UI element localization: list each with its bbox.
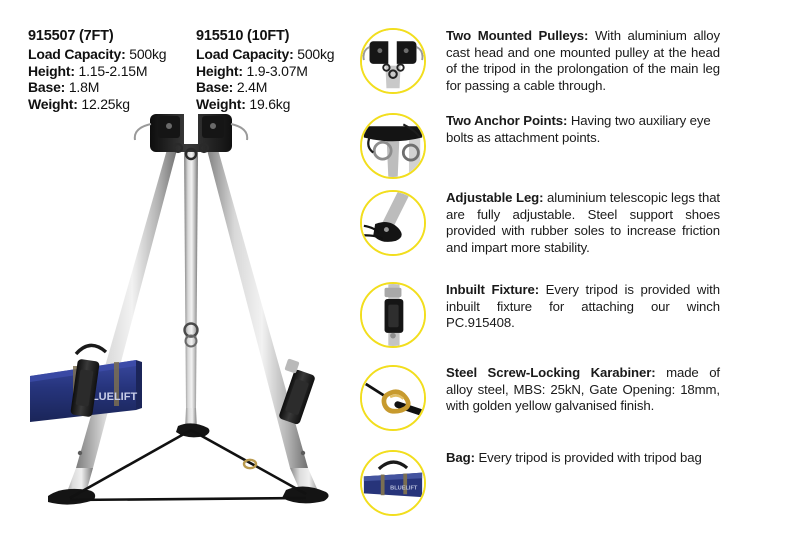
tripod-illustration: BLUELIFT xyxy=(30,114,329,505)
spec-weight: Weight: 12.25kg xyxy=(28,95,130,112)
feature-title: Inbuilt Fixture: xyxy=(446,282,540,297)
adjustable-leg-icon xyxy=(360,190,426,256)
inbuilt-fixture-icon xyxy=(360,282,426,348)
feature-adjustable-leg: Adjustable Leg: aluminium telescopic leg… xyxy=(360,190,720,256)
feature-body: aluminium telescopic legs that are fully… xyxy=(446,190,720,255)
spec-height: Height: 1.9-3.07M xyxy=(196,62,308,79)
bag-brand-text: BLUELIFT xyxy=(84,391,137,403)
feature-title: Steel Screw-Locking Karabiner: xyxy=(446,365,656,380)
strap-ring xyxy=(242,458,258,470)
product-code: 915510 (10FT) xyxy=(196,28,290,44)
spec-base: Base: 1.8M xyxy=(28,79,100,95)
spec-load-capacity: Load Capacity: 500kg xyxy=(28,46,167,62)
feature-title: Adjustable Leg: xyxy=(446,190,544,205)
bag-icon: BLUELIFT xyxy=(360,450,426,516)
feature-text: Adjustable Leg: aluminium telescopic leg… xyxy=(446,190,720,256)
product-spec-915510: 915510 (10FT) Load Capacity: 500kg Heigh… xyxy=(196,28,335,112)
spec-load-capacity: Load Capacity: 500kg xyxy=(196,46,335,62)
feature-body: Every tripod is provided with tripod bag xyxy=(474,450,702,465)
inbuilt-winch-fixture xyxy=(279,358,315,425)
spec-weight: Weight: 19.6kg xyxy=(196,95,291,112)
feature-bag: BLUELIFT Bag: Every tripod is provided w… xyxy=(360,450,720,516)
feature-body: With aluminium alloy cast head and one m… xyxy=(446,28,720,93)
feature-title: Bag: xyxy=(446,450,475,465)
safety-strap-triangle xyxy=(69,428,307,502)
feature-text: Steel Screw-Locking Karabiner: made of a… xyxy=(446,365,720,415)
feature-inbuilt-fixture: Inbuilt Fixture: Every tripod is provide… xyxy=(360,282,720,348)
feature-title: Two Mounted Pulleys: xyxy=(446,28,589,43)
feature-text: Two Anchor Points: Having two auxiliary … xyxy=(446,113,720,146)
spec-height: Height: 1.15-2.15M xyxy=(28,62,148,79)
tripod-leg-center xyxy=(184,148,198,430)
bag-brand-text: BLUELIFT xyxy=(390,486,418,492)
mounted-pulleys-icon xyxy=(360,28,426,94)
feature-anchor-points: Two Anchor Points: Having two auxiliary … xyxy=(360,113,720,179)
feature-text: Bag: Every tripod is provided with tripo… xyxy=(446,450,720,467)
feature-body: Having two auxiliary eye bolts as attach… xyxy=(446,113,711,145)
center-leg-karabiner xyxy=(183,322,199,348)
tripod-product-photo: BLUELIFT xyxy=(18,108,358,533)
feature-body: made of alloy steel, MBS: 25kN, Gate Ope… xyxy=(446,365,720,414)
tripod-head-assembly xyxy=(133,114,249,161)
feature-text: Inbuilt Fixture: Every tripod is provide… xyxy=(446,282,720,332)
anchor-points-icon xyxy=(360,113,426,179)
spec-base: Base: 2.4M xyxy=(196,79,268,95)
product-spec-915507: 915507 (7FT) Load Capacity: 500kg Height… xyxy=(28,28,167,112)
winch-body xyxy=(70,359,100,417)
feature-mounted-pulleys: Two Mounted Pulleys: With aluminium allo… xyxy=(360,28,720,94)
product-code: 915507 (7FT) xyxy=(28,28,114,44)
feature-karabiner: Steel Screw-Locking Karabiner: made of a… xyxy=(360,365,720,431)
feature-body: Every tripod is provided with inbuilt fi… xyxy=(446,282,720,331)
feature-text: Two Mounted Pulleys: With aluminium allo… xyxy=(446,28,720,94)
feature-title: Two Anchor Points: xyxy=(446,113,568,128)
karabiner-icon xyxy=(360,365,426,431)
